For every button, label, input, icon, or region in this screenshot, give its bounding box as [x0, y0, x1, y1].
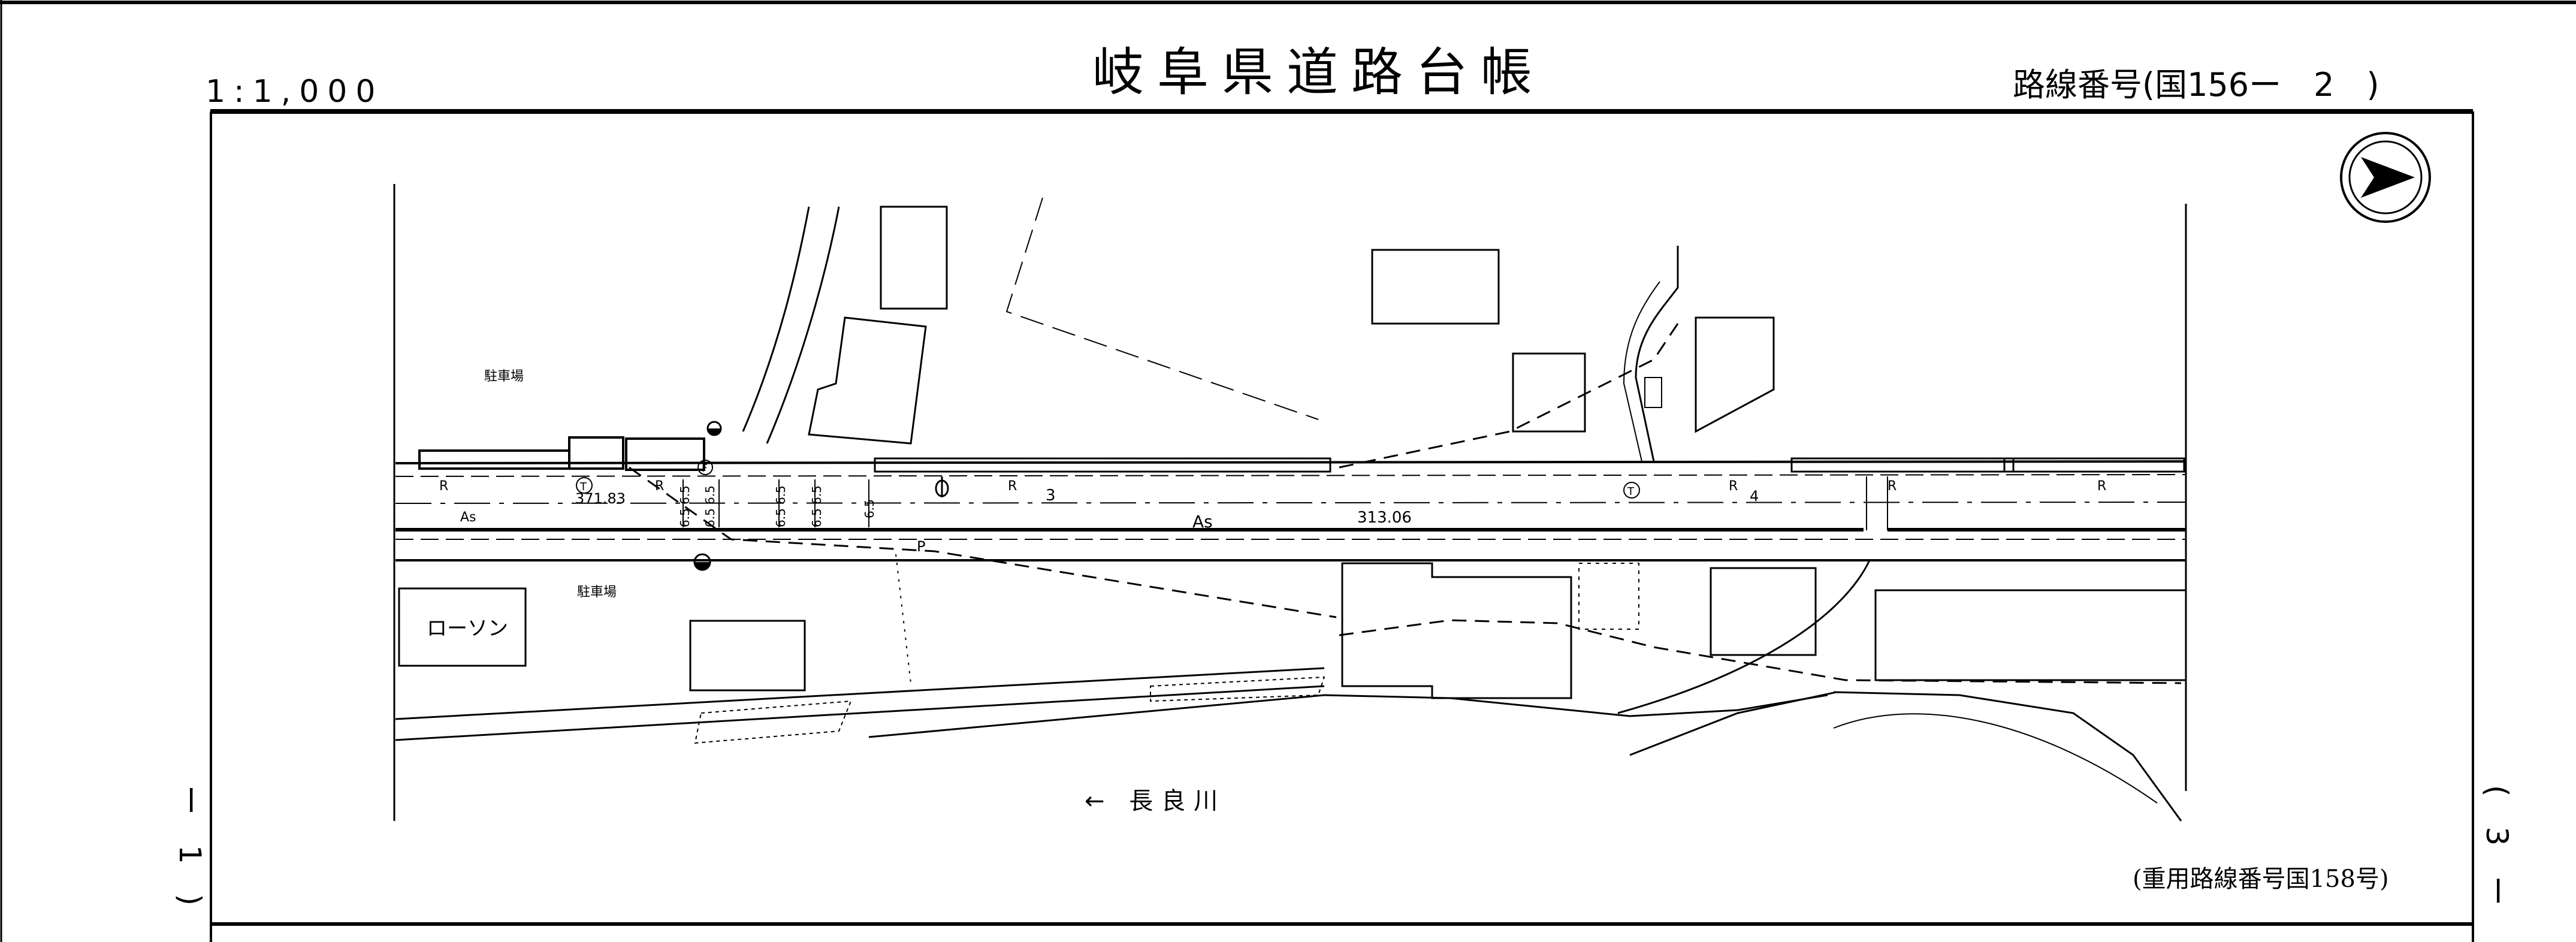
- side-road-left: [742, 206, 810, 432]
- r-label: R: [2097, 479, 2106, 494]
- national-route-road: [395, 436, 2187, 561]
- r-label: R: [655, 479, 664, 494]
- left-sheet-link: ー 1 ): [173, 785, 207, 905]
- station-313-06: 313.06: [1357, 509, 1412, 527]
- side-road-right: [1635, 246, 1679, 462]
- parking-label-bottom: 駐車場: [577, 585, 617, 600]
- r-label: R: [1888, 479, 1896, 494]
- parking-label-top: 駐車場: [484, 369, 524, 384]
- width-label: 6.5: [774, 485, 788, 505]
- buildings: [398, 206, 2187, 699]
- section-number-4: 4: [1750, 488, 1759, 505]
- width-label: 6.5: [678, 485, 692, 505]
- river-label: ← 長良川: [1085, 787, 1226, 815]
- section-number-3: 3: [1046, 487, 1056, 505]
- svg-text:T: T: [579, 481, 587, 493]
- t-mark-1: T: [576, 477, 593, 494]
- north-arrow-icon: [2340, 132, 2431, 223]
- right-sheet-link: ( 3 ー: [2480, 785, 2514, 905]
- sheet-title: 岐阜県道路台帳: [1092, 43, 1545, 102]
- lawson-building: [398, 587, 527, 667]
- f-mark: F: [697, 460, 713, 475]
- pavement-label-as-mid: As: [1192, 512, 1213, 532]
- side-road-left-edge: [766, 206, 840, 444]
- width-label: 6.5: [810, 485, 824, 505]
- overlap-route-note: (重用路線番号国158号): [2133, 865, 2389, 893]
- width-label: 6.5: [862, 499, 877, 518]
- width-label: 6.5: [774, 508, 788, 527]
- route-number: 路線番号(国156ー 2 ): [2013, 66, 2379, 104]
- manhole-icon: [706, 421, 722, 436]
- p-mark: P: [917, 538, 925, 555]
- width-label: 6.5: [810, 508, 824, 527]
- r-label: R: [1008, 479, 1017, 494]
- width-labels: 6.5 6.5 6.5 6.5 6.5 6.5 6.5 6.5 6.5: [678, 485, 877, 527]
- pole-icon: [935, 476, 949, 497]
- manhole-icon: [693, 553, 711, 571]
- lawson-label: ローソン: [427, 617, 508, 641]
- width-label: 6.5: [678, 508, 692, 527]
- pavement-label-as: As: [460, 510, 476, 525]
- t-mark-2: T: [1623, 482, 1640, 499]
- width-label: 6.5: [703, 508, 717, 527]
- river-bank-lines: [395, 560, 2182, 822]
- r-label: R: [439, 479, 448, 494]
- svg-text:F: F: [702, 463, 708, 475]
- width-label: 6.5: [703, 485, 717, 505]
- svg-text:T: T: [1627, 485, 1635, 498]
- boundary-lines: [629, 197, 2182, 684]
- r-label: R: [1729, 479, 1738, 494]
- scale-label: 1:1,000: [206, 74, 383, 110]
